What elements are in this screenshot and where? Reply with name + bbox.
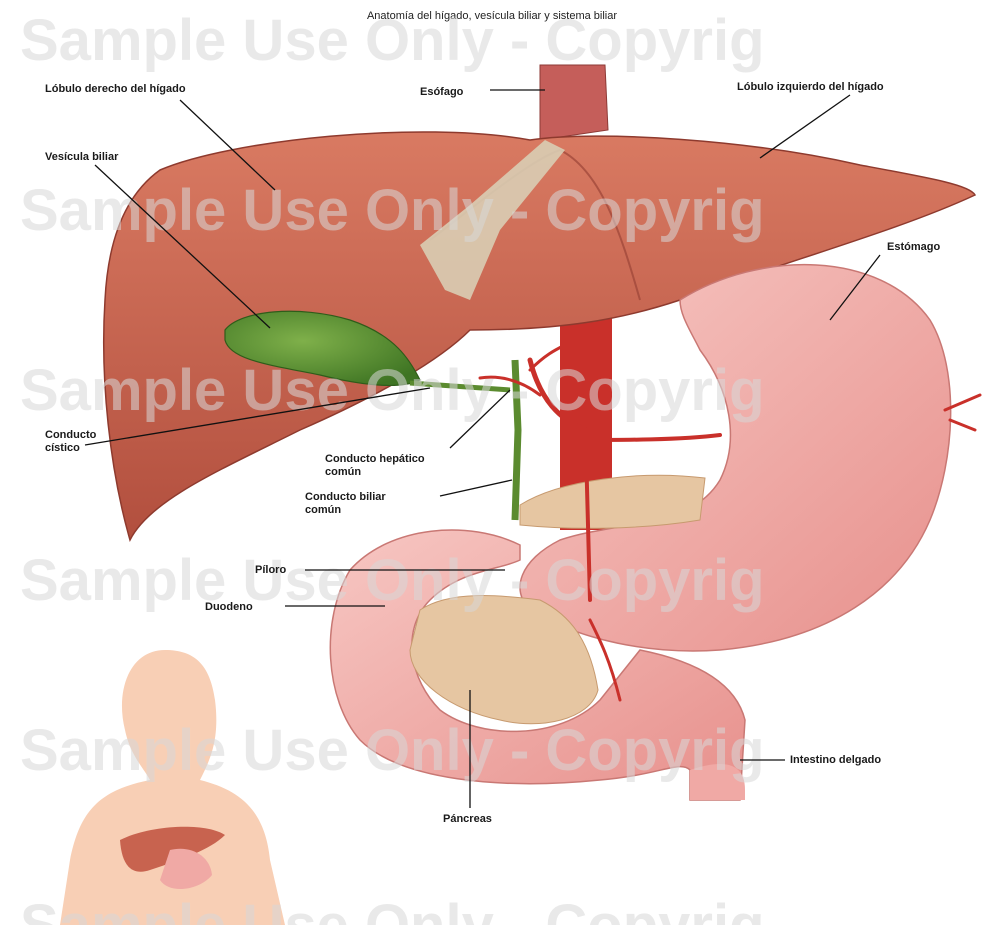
- label-stomach: Estómago: [887, 241, 940, 253]
- pancreas-body: [520, 475, 705, 528]
- svg-text:Sample Use Only - Copyrig: Sample Use Only - Copyrig: [20, 8, 765, 73]
- svg-text:Sample Use Only - Copyrig: Sample Use Only - Copyrig: [20, 358, 765, 423]
- svg-text:Sample Use Only - Copyrig: Sample Use Only - Copyrig: [20, 178, 765, 243]
- label-cystic-duct-2: cístico: [45, 442, 80, 454]
- label-bile-duct-1: Conducto biliar: [305, 491, 386, 503]
- label-pylorus: Píloro: [255, 564, 286, 576]
- svg-text:Sample Use Only - Copyrig: Sample Use Only - Copyrig: [20, 548, 765, 613]
- label-gallbladder: Vesícula biliar: [45, 151, 119, 163]
- label-left-lobe: Lóbulo izquierdo del hígado: [737, 81, 884, 93]
- label-pancreas: Páncreas: [443, 813, 492, 825]
- label-bile-duct-2: común: [305, 504, 341, 516]
- esophagus-shape: [540, 65, 608, 140]
- svg-text:Sample Use Only - Copyrig: Sample Use Only - Copyrig: [20, 893, 765, 925]
- label-small-intestine: Intestino delgado: [790, 754, 881, 766]
- label-esophagus: Esófago: [420, 86, 464, 98]
- label-hepatic-duct-1: Conducto hepático: [325, 453, 425, 465]
- label-duodenum: Duodeno: [205, 601, 253, 613]
- label-hepatic-duct-2: común: [325, 466, 361, 478]
- label-right-lobe: Lóbulo derecho del hígado: [45, 83, 186, 95]
- svg-text:Sample Use Only - Copyrig: Sample Use Only - Copyrig: [20, 718, 765, 783]
- label-cystic-duct-1: Conducto: [45, 429, 97, 441]
